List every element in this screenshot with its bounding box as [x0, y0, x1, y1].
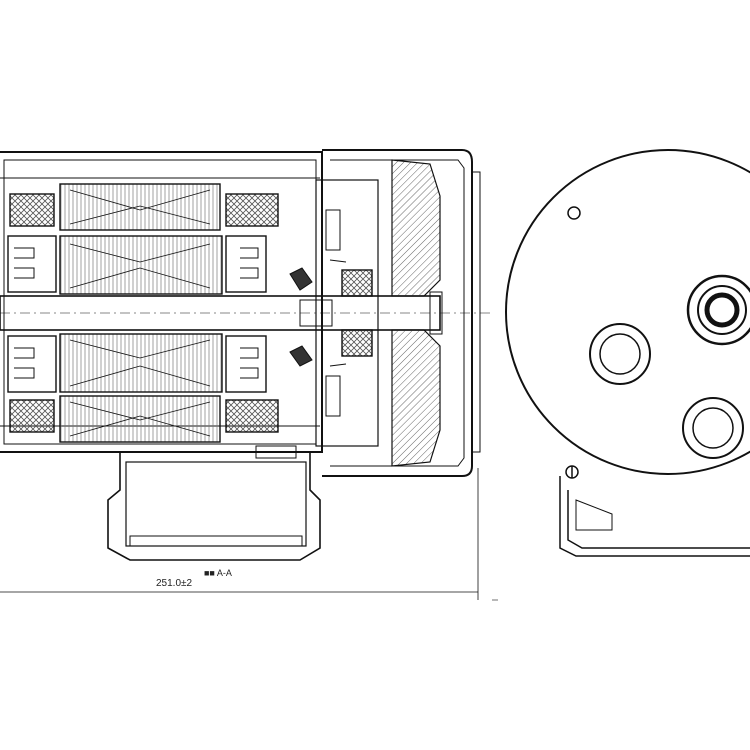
bearing-assembly [289, 179, 379, 447]
stud-boss-lower [682, 397, 744, 459]
rotor-shaft [0, 295, 490, 331]
cooling-fan [391, 159, 443, 467]
section-label: ■■ A-A [204, 568, 232, 578]
terminal-box [107, 445, 321, 561]
mounting-foot [559, 476, 750, 557]
stud-boss-left [589, 323, 651, 385]
section-marker: ■■ [204, 568, 215, 578]
shaft-boss [686, 274, 750, 346]
end-plate-outline [505, 149, 750, 475]
dimension-label: 251.0±2 [156, 578, 193, 589]
stator-windings [7, 193, 279, 433]
stator-core [59, 183, 223, 443]
end-plate-screw-hole [567, 206, 581, 220]
overall-length-dimension [0, 468, 498, 601]
end-view [505, 149, 750, 557]
section-label-text: A-A [216, 568, 232, 578]
section-view-a-a [0, 149, 498, 601]
